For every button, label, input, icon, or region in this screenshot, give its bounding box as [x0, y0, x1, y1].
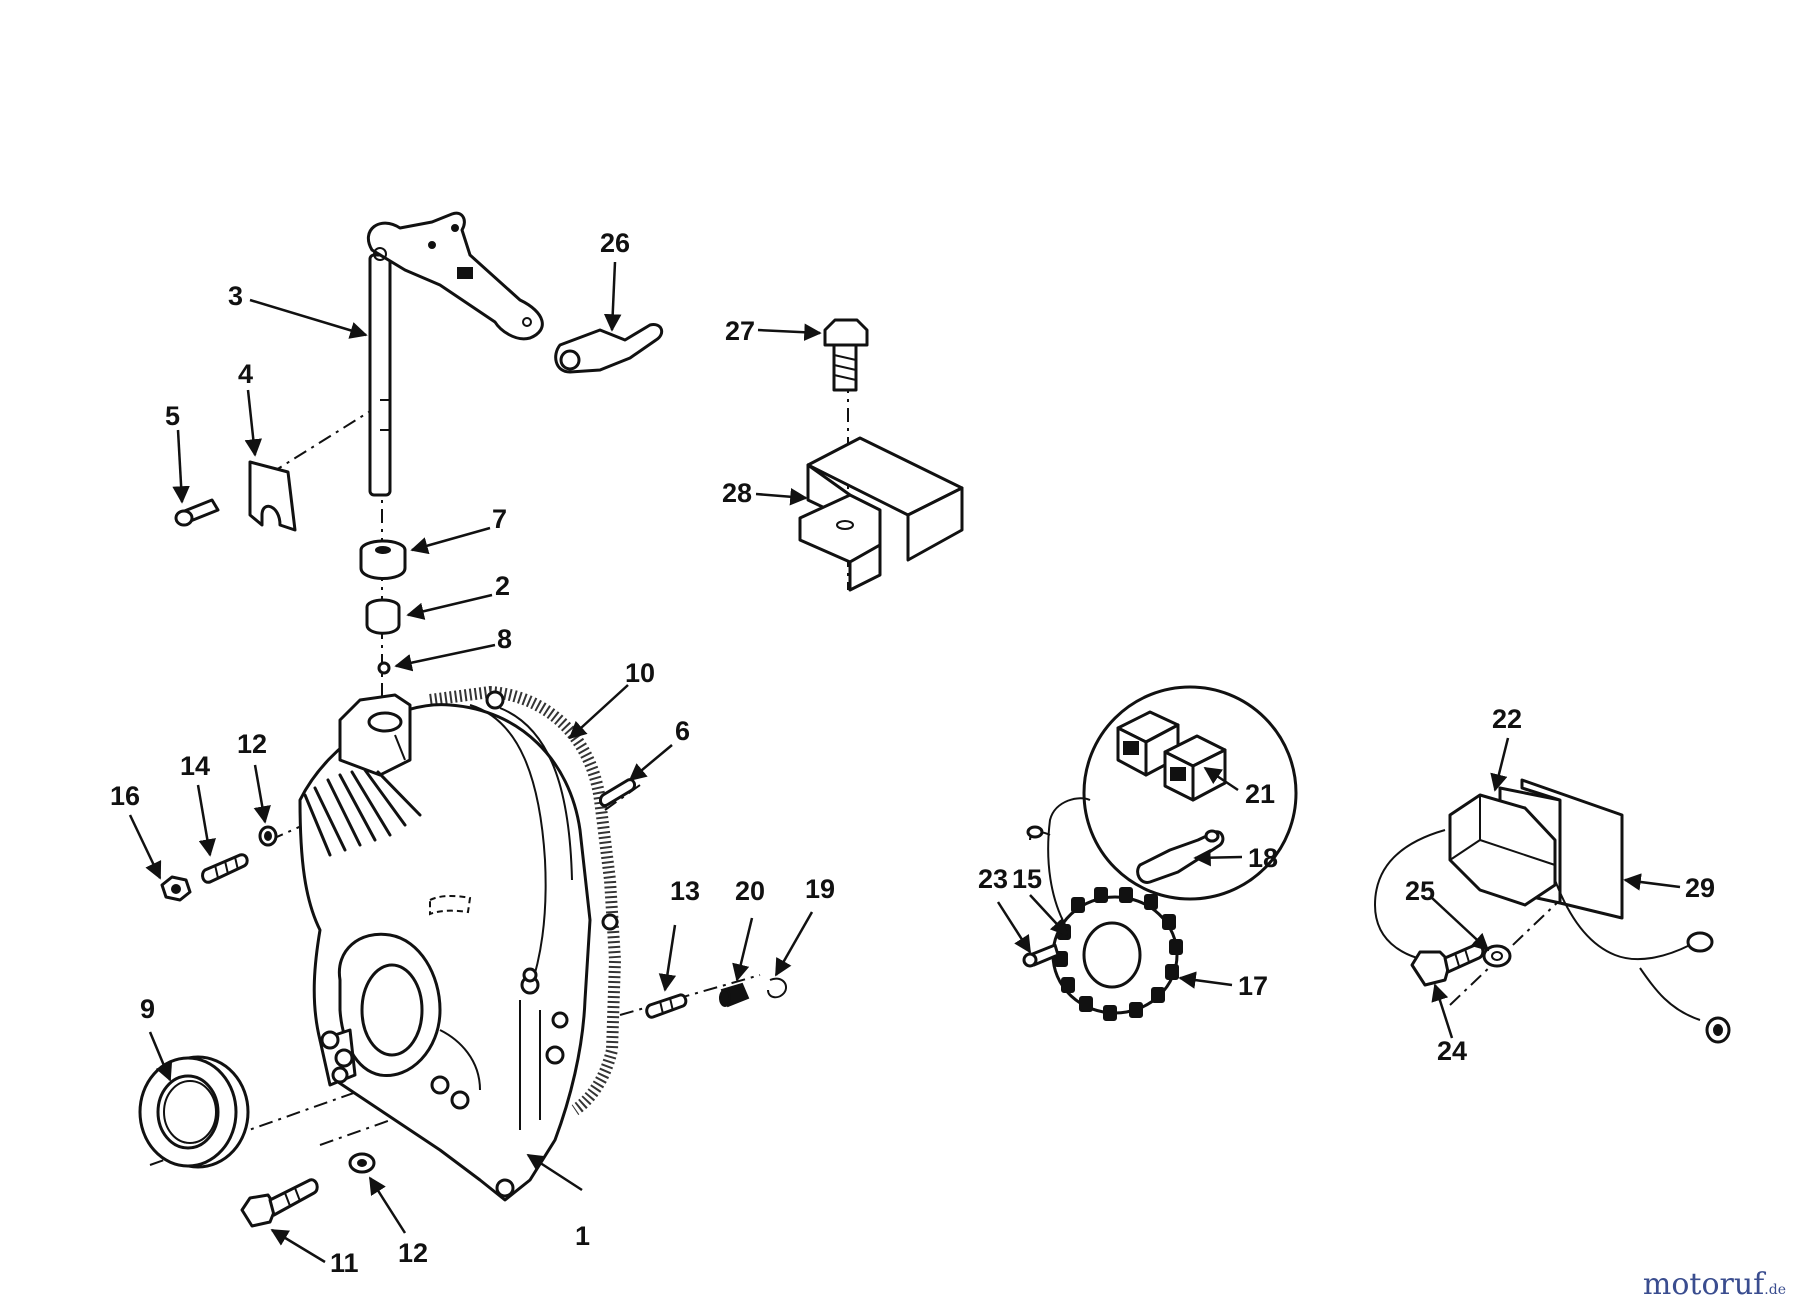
- callout-19: 19: [805, 874, 835, 904]
- callout-28: 28: [722, 478, 752, 508]
- bolt-27: [823, 318, 869, 392]
- callout-27: 27: [725, 316, 755, 346]
- callout-26: 26: [600, 228, 630, 258]
- callout-13: 13: [670, 876, 700, 906]
- motoruf-watermark: motoruf.de: [1643, 1267, 1786, 1302]
- callout-10: 10: [625, 658, 655, 688]
- callout-1: 1: [575, 1221, 590, 1251]
- stator-assembly: [1022, 797, 1183, 1021]
- callout-7: 7: [492, 504, 507, 534]
- callout-6: 6: [675, 716, 690, 746]
- oil-seal: [138, 1055, 250, 1169]
- pin-cap-clip: [645, 977, 788, 1019]
- callout-14: 14: [180, 751, 210, 781]
- bracket-and-screw: [174, 460, 297, 532]
- stator-poles: [1054, 887, 1183, 1021]
- connector-detail-circle: [1082, 685, 1298, 901]
- callout-20: 20: [735, 876, 765, 906]
- callout-24: 24: [1437, 1036, 1467, 1066]
- watermark-name: motoruf: [1642, 1267, 1765, 1302]
- callout-11: 11: [330, 1248, 359, 1278]
- governor-shaft-arm: [366, 211, 544, 497]
- callout-4: 4: [238, 359, 253, 389]
- callout-12a: 12: [237, 729, 267, 759]
- callout-25: 25: [1405, 876, 1435, 906]
- watermark-tld: .de: [1764, 1282, 1786, 1298]
- callout-18: 18: [1248, 843, 1278, 873]
- callout-22: 22: [1492, 704, 1522, 734]
- callout-23: 23: [978, 864, 1008, 894]
- callout-12b: 12: [398, 1238, 428, 1268]
- gear-case-cover: [298, 685, 622, 1202]
- regulator-assembly: [1373, 778, 1731, 1044]
- cooling-fins: [303, 768, 422, 857]
- callout-21: 21: [1245, 779, 1275, 809]
- bolt-11-and-washer: [240, 1152, 376, 1228]
- bushings-and-ball: [359, 539, 407, 675]
- callout-17: 17: [1238, 971, 1268, 1001]
- callout-16: 16: [110, 781, 140, 811]
- callout-leaders: [128, 261, 1681, 1264]
- nut-stud-washer: [160, 825, 278, 902]
- callout-labels: 1 2 3 4 5 6 7 8 9 10 11 12 12 13 14 15 1…: [110, 228, 1715, 1278]
- dowel-pin: [598, 778, 637, 808]
- callout-8: 8: [497, 624, 512, 654]
- control-module-28: [798, 436, 964, 592]
- callout-29: 29: [1685, 873, 1715, 903]
- callout-9: 9: [140, 994, 155, 1024]
- clamp-bolt: [554, 323, 664, 374]
- callout-5: 5: [165, 401, 180, 431]
- callout-3: 3: [228, 281, 243, 311]
- callout-15: 15: [1012, 864, 1042, 894]
- callout-2: 2: [495, 571, 510, 601]
